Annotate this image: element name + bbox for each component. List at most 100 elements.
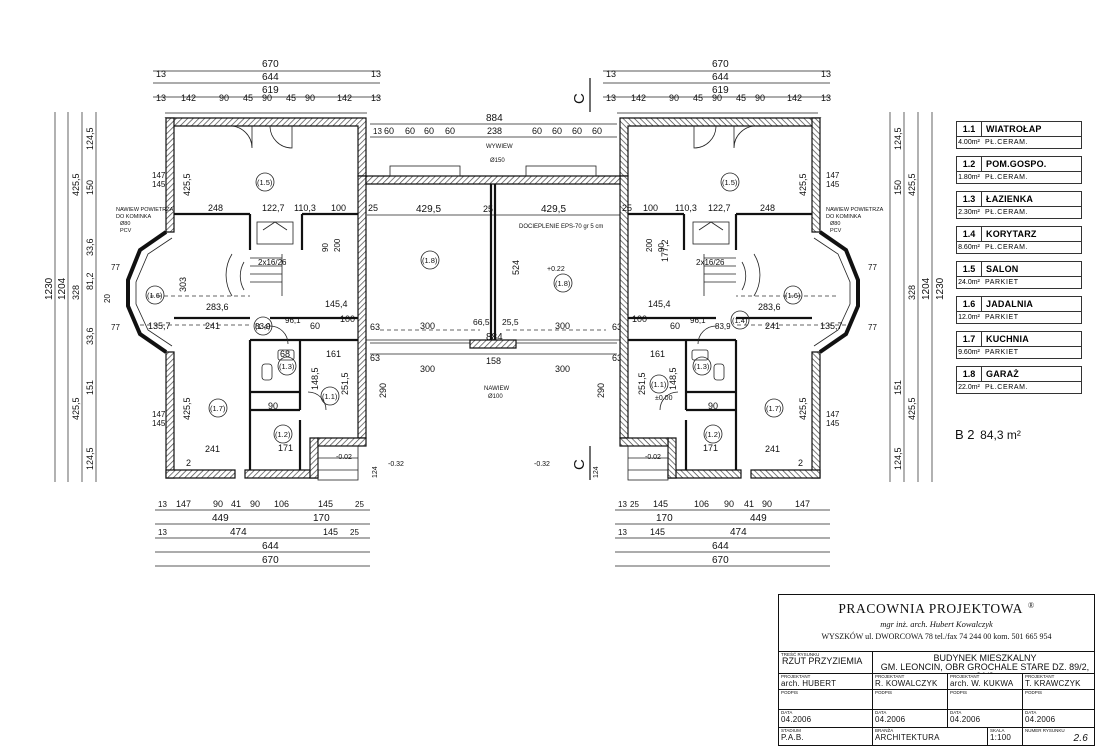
- section-marker-bottom: C: [571, 446, 591, 480]
- dim-150: 150: [893, 180, 903, 195]
- dim-147: 147: [826, 171, 840, 180]
- dim-60: 60: [405, 126, 415, 136]
- toilet: [261, 363, 273, 381]
- dim-1357: 135,7: [148, 321, 171, 331]
- dim-300: 300: [555, 321, 570, 331]
- room-area: 8.60m²: [958, 244, 980, 251]
- dim-619: 619: [262, 85, 279, 96]
- unit-area: 84,3 m²: [980, 428, 1021, 442]
- dim-60: 60: [572, 126, 582, 136]
- dim-145: 145: [152, 180, 166, 189]
- dim-90: 90: [724, 499, 734, 509]
- dim-961: 96,1: [285, 316, 301, 325]
- dim-1454: 145,4: [648, 299, 671, 309]
- dim-63: 63: [370, 353, 380, 363]
- dim-25: 25: [368, 203, 378, 213]
- dim-4255: 425,5: [798, 397, 808, 420]
- dim-106: 106: [694, 499, 709, 509]
- entry-steps: [317, 445, 359, 481]
- dim-449: 449: [750, 513, 767, 524]
- dim-13: 13: [156, 69, 166, 79]
- room-numbers: (1.5) (1.6) (1.7) (1.8) (1.1) (1.2) (1.3…: [145, 172, 803, 444]
- designer-1: arch. HUBERT KOWALCZYK: [781, 679, 837, 689]
- dim-1204: 1204: [921, 277, 932, 300]
- dim-45: 45: [243, 93, 253, 103]
- dim-100: 100: [643, 203, 658, 213]
- dim-13: 13: [158, 500, 167, 509]
- room-no: 1.2: [957, 157, 982, 171]
- dim-147: 147: [795, 499, 810, 509]
- cell-label: PODPIS: [1025, 690, 1043, 695]
- dim-644: 644: [262, 541, 279, 552]
- dim-147: 147: [152, 171, 166, 180]
- building-location: GM. LEONCIN, OBR GROCHALE STARE DZ. 89/2…: [880, 662, 1090, 674]
- dim-145: 145: [152, 419, 166, 428]
- room-floor: PARKIET: [985, 349, 1019, 356]
- room-area: 1.80m²: [958, 174, 980, 181]
- dim-90: 90: [708, 401, 718, 411]
- dim-90: 90: [669, 93, 679, 103]
- room-number: (1.8): [422, 256, 438, 265]
- dim-524: 524: [511, 260, 521, 275]
- fireplace-air-note: Ø80: [830, 221, 840, 227]
- dim-619: 619: [712, 85, 729, 96]
- dim-60: 60: [424, 126, 434, 136]
- dim-1245: 124,5: [85, 127, 95, 150]
- dim-142: 142: [337, 93, 352, 103]
- dim-106: 106: [274, 499, 289, 509]
- room-number: (1.5): [257, 178, 273, 187]
- dim-4255: 425,5: [71, 173, 81, 196]
- fireplace-air-note: DO KOMINKA: [826, 214, 861, 220]
- room-no: 1.6: [957, 297, 982, 311]
- fireplace-air-note: NAWIEW POWIETRZA: [116, 207, 174, 213]
- dim-77: 77: [111, 323, 120, 332]
- vent-out-diameter: Ø150: [490, 158, 505, 164]
- room-floor: PŁ.CERAM.: [985, 384, 1029, 391]
- dim-241: 241: [765, 321, 780, 331]
- dim-839: 83,9: [255, 322, 271, 331]
- bottom-dimensions-right: 25 145 106 90 41 90 147 13 170 449 145 4…: [615, 499, 830, 567]
- dim-2: 2: [186, 458, 191, 468]
- room-name: POM.GOSPO.: [986, 159, 1047, 169]
- date-cell: DATA 04.2006: [948, 710, 1023, 728]
- dim-303: 303: [178, 277, 188, 292]
- firm-name: PRACOWNIA PROJEKTOWA: [838, 601, 1023, 616]
- sink: [277, 349, 295, 361]
- dim-90: 90: [250, 499, 260, 509]
- room-area: 12.0m²: [958, 314, 980, 321]
- dim-13: 13: [371, 69, 381, 79]
- registered-mark: ®: [1027, 601, 1035, 610]
- discipline-value: ARCHITEKTURA: [875, 733, 940, 742]
- date-value: 04.2006: [875, 715, 906, 724]
- drawing-number-cell: NUMER RYSUNKU 2.6: [1023, 728, 1094, 746]
- room-number: (1.6): [147, 291, 163, 300]
- dim-1357: 135,7: [820, 321, 843, 331]
- vent-out-label: WYWIEW: [486, 144, 513, 150]
- dim-100: 100: [331, 203, 346, 213]
- dim-90: 90: [305, 93, 315, 103]
- dim-290: 290: [378, 383, 388, 398]
- room-no: 1.5: [957, 262, 982, 276]
- fireplace-air-note: DO KOMINKA: [116, 214, 151, 220]
- dim-60: 60: [532, 126, 542, 136]
- cell-label: DATA: [1025, 710, 1037, 715]
- dim-145: 145: [650, 527, 665, 537]
- stair-spec: 2x16/26: [258, 258, 287, 267]
- dim-2515: 251,5: [340, 372, 350, 395]
- level-mark: -0.32: [534, 461, 550, 468]
- fireplace-air-note: Ø80: [120, 221, 130, 227]
- dim-90: 90: [213, 499, 223, 509]
- dim-1485: 148,5: [668, 367, 678, 390]
- dim-1485: 148,5: [310, 367, 320, 390]
- dim-884: 884: [486, 113, 503, 124]
- room-number: (1.5): [722, 178, 738, 187]
- cell-label: STADIUM: [781, 728, 801, 733]
- dim-4295: 429,5: [416, 204, 441, 215]
- cell-label: PODPIS: [875, 690, 893, 695]
- dim-145: 145: [323, 527, 338, 537]
- dim-1245: 124,5: [893, 447, 903, 470]
- room-number: (1.2): [705, 430, 721, 439]
- cell-label: PODPIS: [950, 690, 968, 695]
- dim-474: 474: [230, 527, 247, 538]
